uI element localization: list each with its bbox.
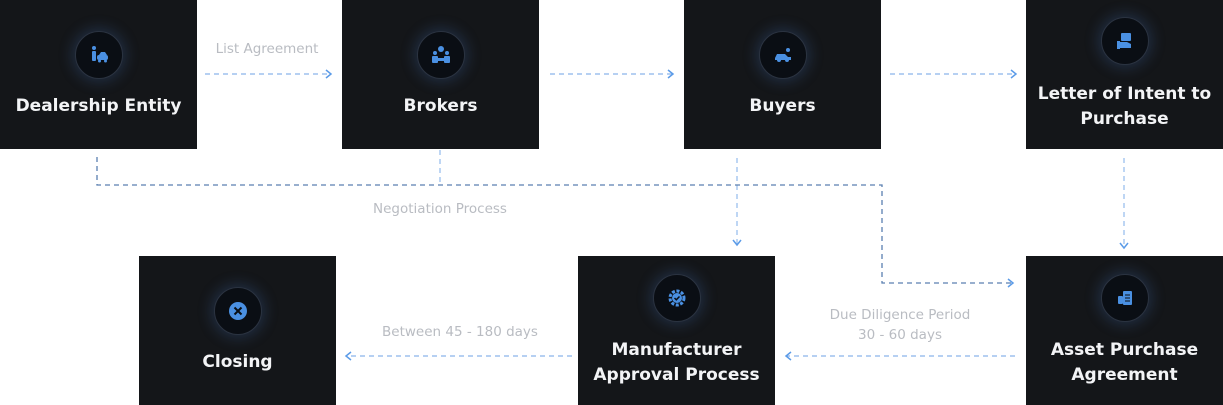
edge-label-between: Between 45 - 180 days bbox=[382, 324, 538, 340]
node-label: Closing bbox=[202, 352, 273, 372]
node-brokers[interactable]: Brokers bbox=[342, 0, 539, 149]
node-dealership-entity[interactable]: Dealership Entity bbox=[0, 0, 197, 149]
negotiation-path bbox=[96, 157, 1015, 288]
hand-document-icon bbox=[1100, 17, 1149, 65]
node-closing[interactable]: Closing bbox=[139, 256, 336, 405]
close-circle-icon bbox=[213, 287, 262, 335]
node-label: Buyers bbox=[749, 96, 816, 116]
node-label: Letter of Intent to Purchase bbox=[1037, 84, 1212, 129]
edge-label-negotiation: Negotiation Process bbox=[373, 201, 507, 217]
node-letter-of-intent[interactable]: Letter of Intent to Purchase bbox=[1026, 0, 1223, 149]
due-diligence-days: 30 - 60 days bbox=[858, 327, 942, 343]
node-asset-purchase-agreement[interactable]: Asset Purchase Agreement bbox=[1026, 256, 1223, 405]
node-buyers[interactable]: Buyers bbox=[684, 0, 881, 149]
brokers-people-icon bbox=[416, 31, 465, 79]
gear-check-icon bbox=[652, 274, 701, 322]
node-manufacturer-approval[interactable]: Manufacturer Approval Process bbox=[578, 256, 775, 405]
edge-label-list-agreement: List Agreement bbox=[215, 41, 319, 57]
node-label: Asset Purchase Agreement bbox=[1050, 340, 1199, 385]
node-label: Dealership Entity bbox=[15, 96, 182, 116]
documents-icon bbox=[1100, 274, 1149, 322]
node-label: Brokers bbox=[403, 96, 478, 116]
buyer-car-icon bbox=[758, 31, 807, 79]
edge-label-due-diligence: Due Diligence Period 30 - 60 days bbox=[800, 305, 1000, 345]
dealer-car-icon bbox=[74, 31, 123, 79]
node-label: Manufacturer Approval Process bbox=[593, 340, 760, 385]
due-diligence-title: Due Diligence Period bbox=[829, 307, 971, 323]
